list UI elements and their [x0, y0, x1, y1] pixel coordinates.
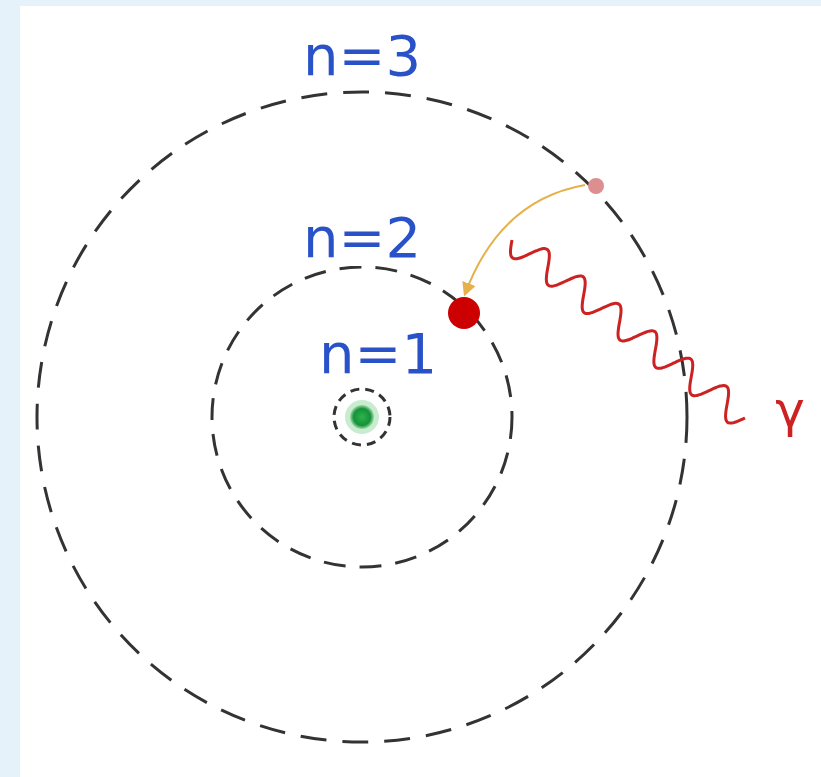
nucleus-halo — [345, 400, 379, 434]
electron-after — [448, 297, 480, 329]
orbit-n3 — [37, 92, 687, 742]
orbit-label: n=2 — [300, 210, 424, 266]
background-panel — [20, 6, 821, 777]
transition-arrow — [465, 185, 585, 294]
orbit-n1 — [334, 389, 390, 445]
photon-symbol: γ — [772, 385, 808, 435]
photon-wave — [510, 240, 745, 423]
electron-before — [588, 178, 604, 194]
nucleus — [350, 405, 374, 429]
orbit-label: n=1 — [316, 326, 440, 382]
orbit-label: n=3 — [300, 28, 424, 84]
orbit-n2 — [212, 267, 512, 567]
